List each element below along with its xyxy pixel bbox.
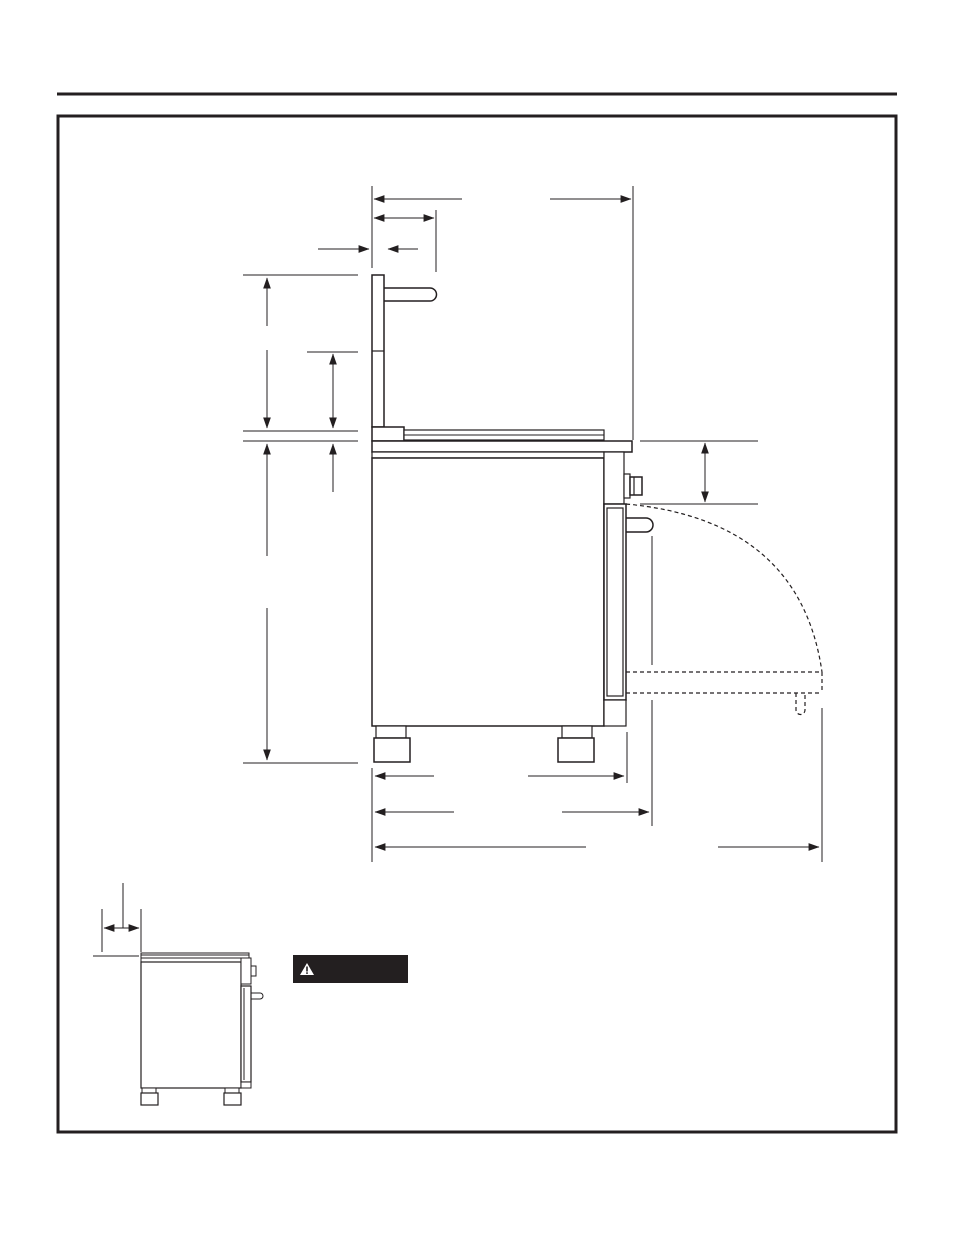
inset-range-side-view (93, 883, 264, 1106)
control-knob (623, 473, 643, 499)
leveling-legs (373, 725, 595, 763)
warning-badge (293, 955, 408, 983)
backguard (371, 274, 438, 428)
extension-lines (243, 186, 823, 862)
diagram-frame (56, 114, 898, 1134)
dimension-lines (263, 195, 820, 851)
cooktop (371, 426, 633, 459)
oven-door (603, 503, 627, 727)
door-swing-outline (625, 503, 823, 716)
range-body (371, 451, 654, 763)
oven-door-handle (626, 517, 654, 533)
warning-triangle-icon (300, 963, 314, 975)
